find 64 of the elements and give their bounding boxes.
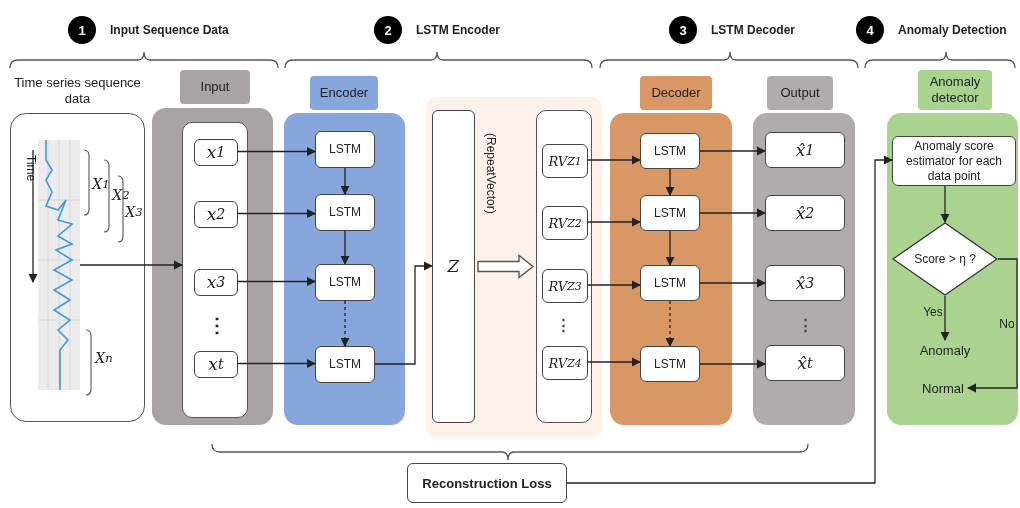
- lstm-box: LSTM: [315, 194, 375, 231]
- lstm-box: LSTM: [315, 131, 375, 168]
- arrow: [699, 278, 766, 288]
- lstm-box: LSTM: [315, 346, 375, 383]
- ellipsis: ⋮: [210, 313, 224, 338]
- axis-label: Time: [23, 153, 39, 184]
- column-frame: [536, 110, 592, 423]
- arrow: [586, 280, 641, 290]
- step-number: 2: [374, 16, 402, 44]
- section-title: LSTM Decoder: [711, 23, 795, 37]
- process-box: Anomaly score estimator for each data point: [892, 136, 1016, 186]
- step-number: 1: [68, 16, 96, 44]
- arrow: [699, 208, 766, 218]
- edge-label: No: [998, 316, 1016, 332]
- latent-area: [426, 97, 602, 438]
- loss-box: Reconstruction Loss: [407, 463, 567, 503]
- arrow: [940, 295, 950, 341]
- ellipsis: ⋮: [798, 315, 812, 335]
- arrow: [665, 230, 675, 266]
- arrow: [586, 155, 641, 165]
- section-title: Anomaly Detection: [898, 23, 1007, 37]
- step-number: 3: [669, 16, 697, 44]
- header-tab: Anomaly detector: [918, 70, 992, 110]
- edge-label: Yes: [922, 304, 944, 320]
- arrow: [79, 260, 183, 270]
- latent-vector-box: Z: [432, 110, 475, 423]
- header-tab: Decoder: [640, 76, 712, 110]
- ellipsis: ⋮: [556, 315, 570, 335]
- arrow: [665, 168, 675, 196]
- arrow: [340, 300, 350, 347]
- arrow: [340, 230, 350, 265]
- lstm-box: LSTM: [640, 133, 700, 169]
- header-tab: Output: [767, 76, 833, 110]
- arrow: [967, 258, 1018, 393]
- arrow: [236, 146, 316, 157]
- arrow: [586, 357, 641, 367]
- picture: [38, 140, 80, 390]
- panel-heading: Time series sequence data: [13, 74, 142, 108]
- arrow: [236, 208, 316, 219]
- outcome-text: Anomaly: [910, 340, 980, 360]
- lstm-box: LSTM: [315, 264, 375, 301]
- edge-label: (RepeatVector): [483, 131, 499, 216]
- section-title: Input Sequence Data: [110, 23, 229, 37]
- arrow: [665, 300, 675, 347]
- column-frame: [182, 122, 248, 418]
- block-arrow: [477, 254, 535, 279]
- arrow: [236, 276, 316, 287]
- step-number: 4: [856, 16, 884, 44]
- arrow: [699, 146, 766, 156]
- lstm-box: LSTM: [640, 195, 700, 231]
- arrow: [374, 261, 433, 365]
- arrow: [340, 167, 350, 195]
- header-tab: Input: [180, 70, 250, 104]
- arrow: [566, 155, 893, 484]
- lstm-box: LSTM: [640, 346, 700, 382]
- arrow: [699, 359, 766, 369]
- decision-diamond: Score > η ?: [892, 222, 998, 296]
- arrow: [586, 217, 641, 227]
- header-tab: Encoder: [310, 76, 378, 110]
- outcome-text: Normal: [918, 378, 968, 398]
- section-title: LSTM Encoder: [416, 23, 500, 37]
- lstm-box: LSTM: [640, 265, 700, 301]
- arrow: [940, 185, 950, 223]
- arrow: [236, 358, 316, 369]
